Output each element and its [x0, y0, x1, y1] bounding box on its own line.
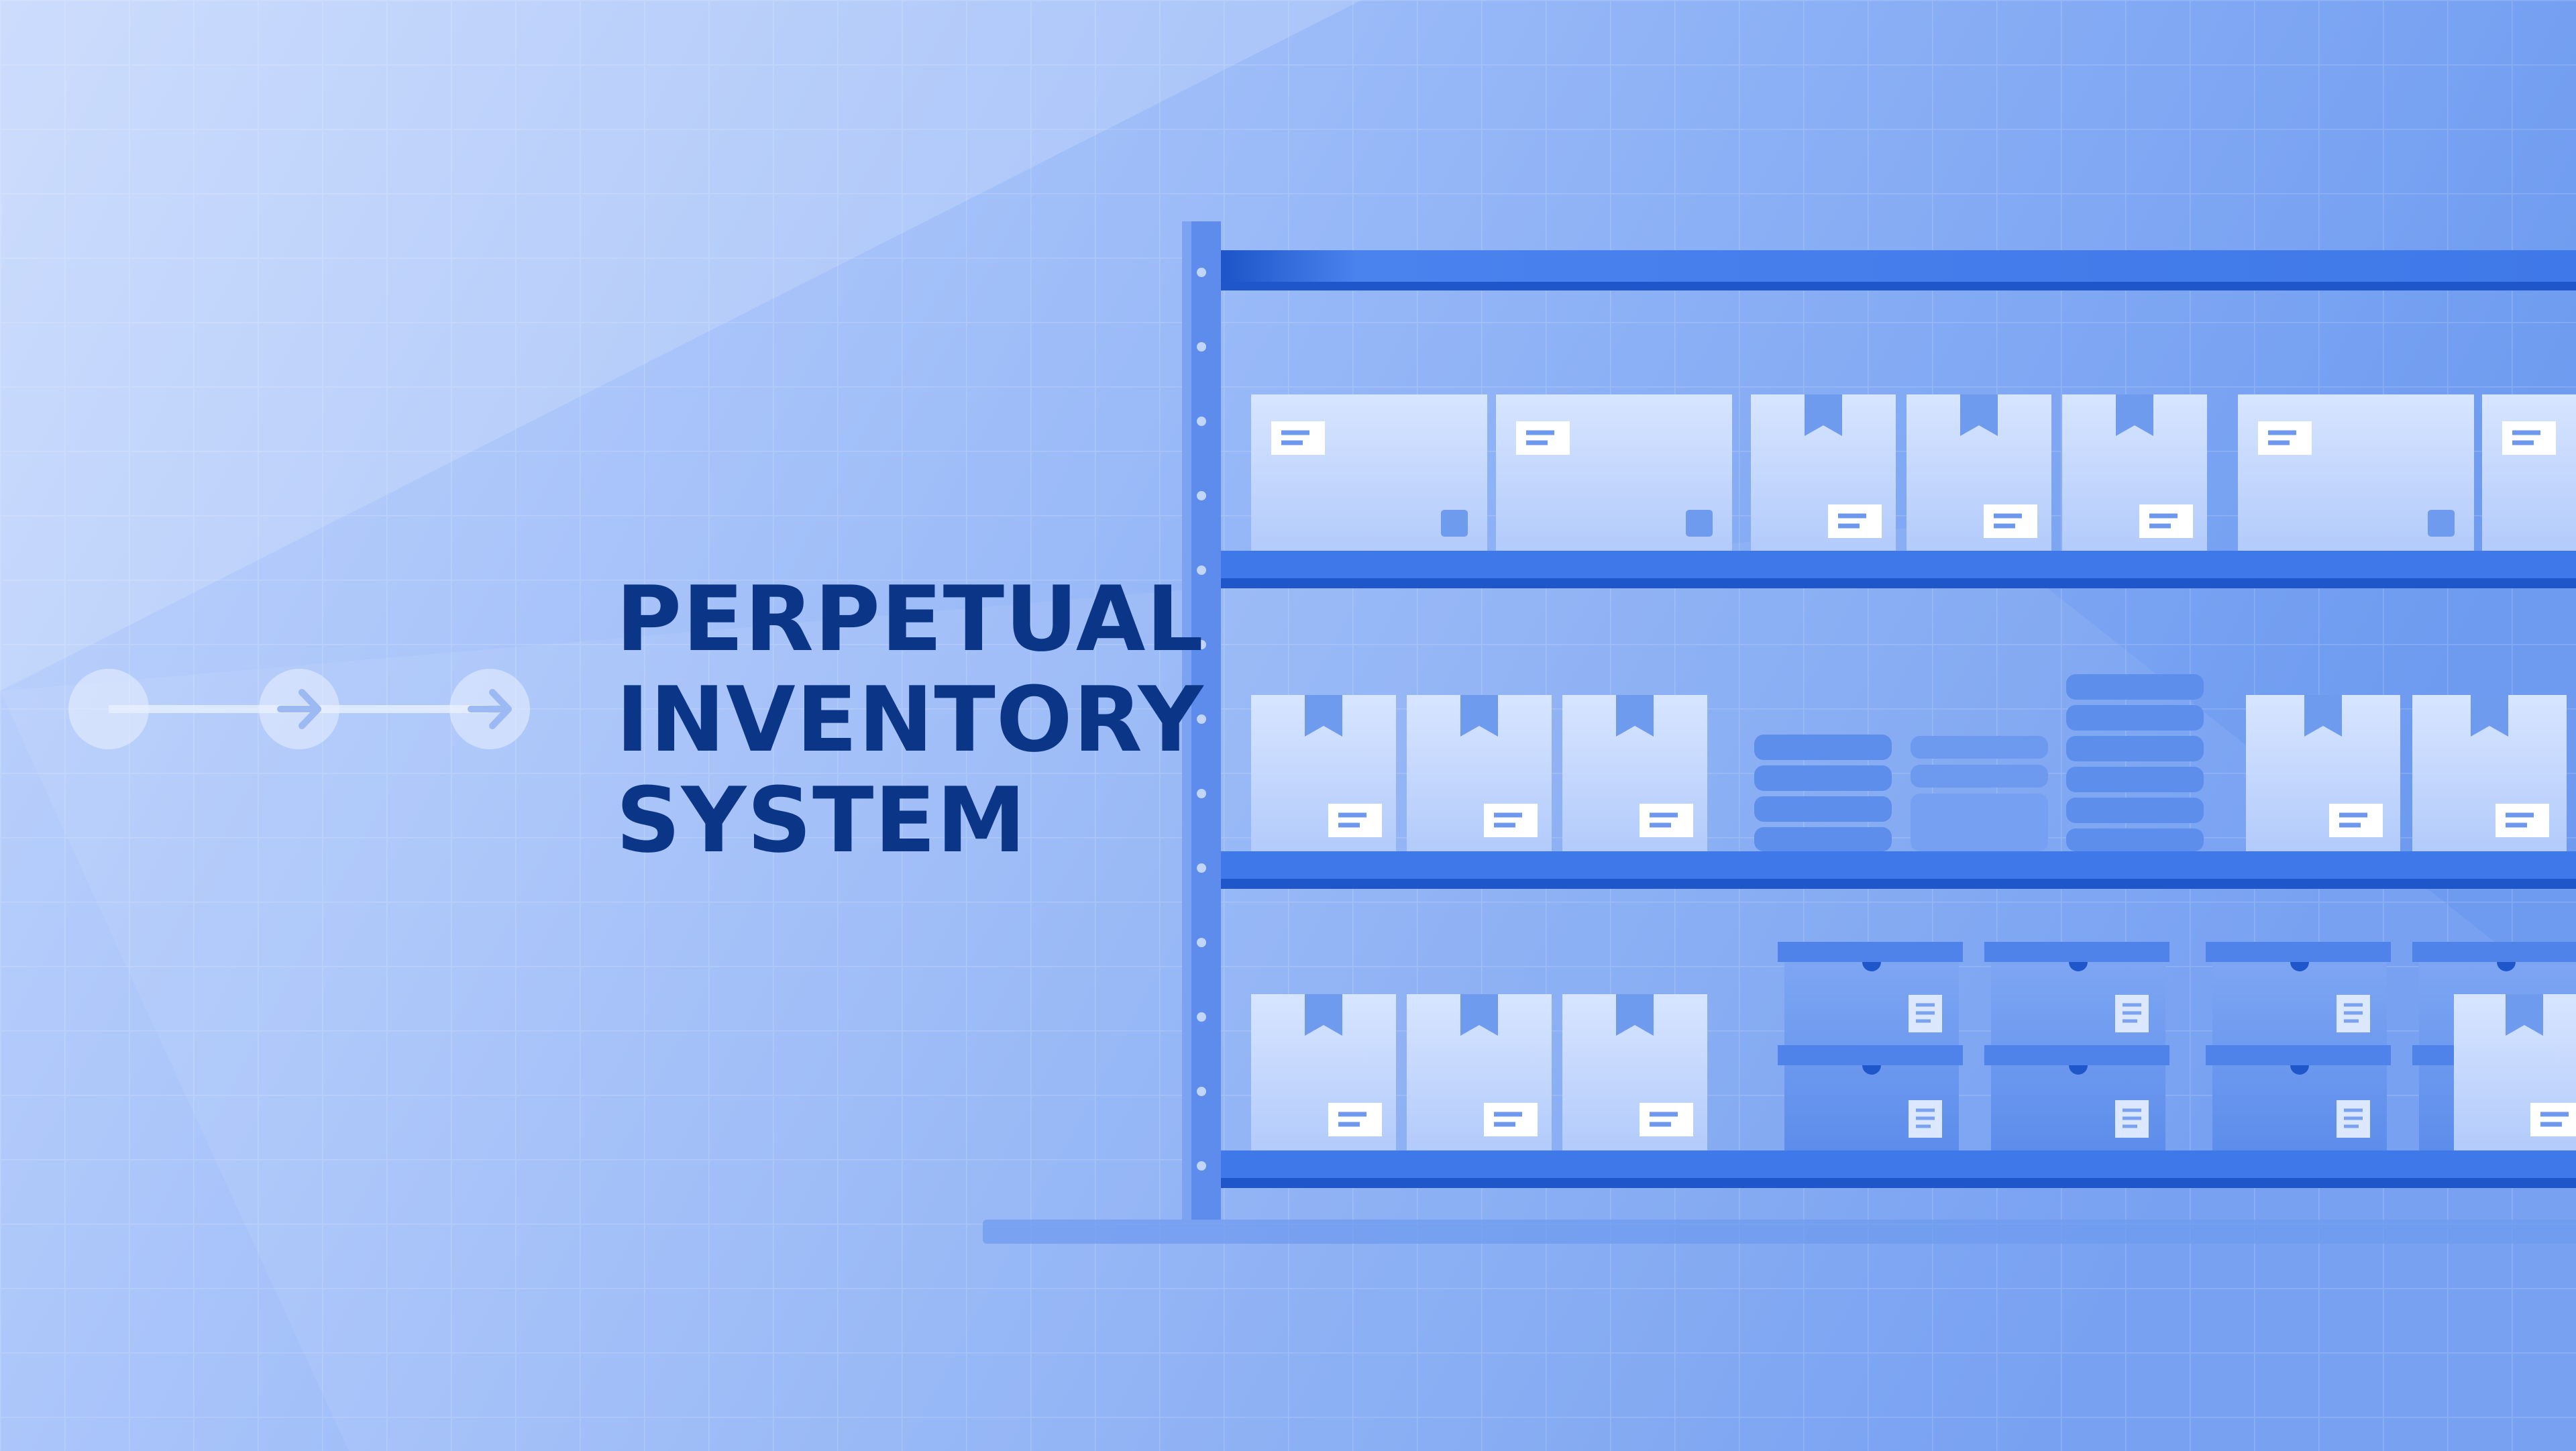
bin-unit — [1984, 942, 2169, 1150]
tape-box — [1407, 994, 1552, 1150]
flat-box — [1251, 394, 1487, 551]
tape-box — [1251, 695, 1396, 851]
flat-box — [2238, 394, 2474, 551]
tape-box — [1751, 394, 1896, 551]
shelf-2-items — [1251, 674, 2567, 851]
flat-box — [2482, 394, 2576, 551]
stack — [1754, 735, 1892, 851]
stack — [1911, 736, 2048, 851]
title-line-1: PERPETUAL — [616, 567, 1204, 671]
shelf-1-items — [1251, 394, 2576, 551]
tape-box — [1562, 994, 1707, 1150]
tape-box — [2412, 695, 2567, 851]
tape-box — [1562, 695, 1707, 851]
bin-unit — [1778, 942, 1963, 1150]
tape-box — [1407, 695, 1552, 851]
tape-box — [2062, 394, 2207, 551]
tape-box — [1251, 994, 1396, 1150]
title-line-3: SYSTEM — [616, 768, 1027, 873]
shelving-unit — [983, 221, 2576, 1244]
post-holes — [1197, 268, 1206, 1171]
shelf-3-items — [1251, 942, 2576, 1150]
circle-icon — [68, 669, 149, 749]
floor-base — [983, 1220, 2576, 1244]
tape-box — [2454, 994, 2576, 1150]
arrow-right-icon — [259, 669, 339, 749]
flat-box — [1496, 394, 1732, 551]
page-title: PERPETUAL INVENTORY SYSTEM — [616, 569, 1204, 871]
progress-indicator — [68, 669, 530, 749]
stack — [2066, 674, 2204, 851]
title-line-2: INVENTORY — [616, 667, 1204, 772]
tape-box — [1907, 394, 2051, 551]
bin-unit — [2206, 942, 2391, 1150]
tape-box — [2246, 695, 2400, 851]
arrow-right-icon — [449, 669, 530, 749]
